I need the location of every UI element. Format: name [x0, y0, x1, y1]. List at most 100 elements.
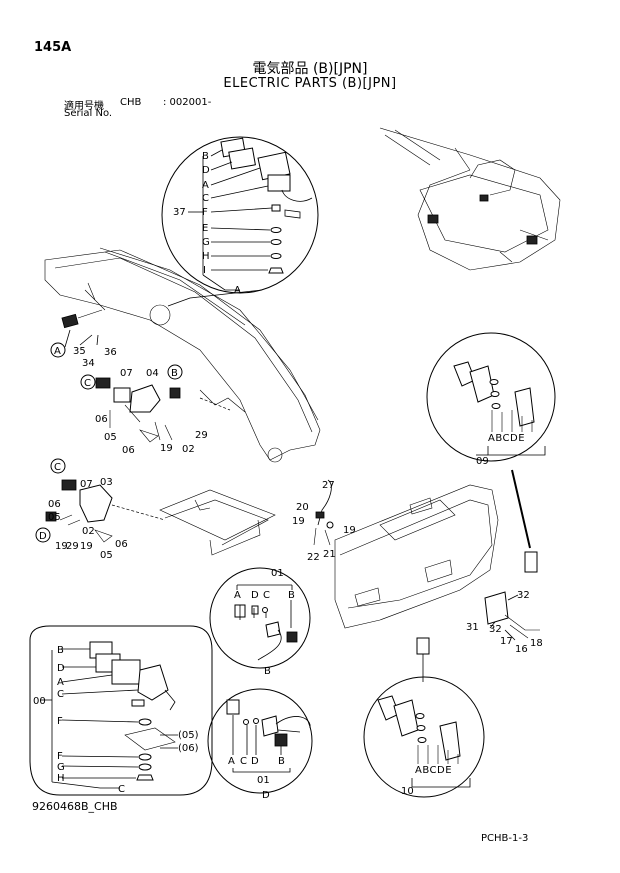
label-B-circle01: B [264, 666, 271, 677]
callout-04: 04 [146, 368, 159, 379]
title-english: ELECTRIC PARTS (B)[JPN] [223, 76, 397, 91]
callout-06-paren: (06) [178, 743, 199, 754]
label-G-00: G [57, 762, 65, 773]
callout-34: 34 [82, 358, 95, 369]
callout-05-paren: (05) [178, 730, 199, 741]
label-A-00: A [57, 677, 64, 688]
callout-01-2: 01 [257, 775, 270, 786]
callout-06-1: 06 [95, 414, 108, 425]
label-D-1: D [202, 165, 210, 176]
label-B-01a: B [288, 590, 295, 601]
label-A-circle1: A [234, 285, 241, 296]
label-B-1: B [202, 151, 209, 162]
side-lamp-icon [416, 637, 430, 655]
serial-label-en: Serial No. [64, 108, 113, 119]
boom-side-light: A 35 36 34 [50, 309, 117, 369]
label-C-01a: C [263, 590, 270, 601]
callout-36: 36 [104, 347, 117, 358]
callout-02-2: 02 [82, 526, 95, 537]
label-H-1: H [202, 251, 210, 262]
label-E-1: E [202, 223, 208, 234]
detail-circle-10: ABCDE 10 [363, 676, 485, 798]
callout-19-4: 19 [292, 516, 305, 527]
letters-ABCDE-1: ABCDE [488, 433, 525, 444]
cab-front-light-group: C B 07 04 06 05 06 19 29 02 [80, 364, 208, 456]
callout-07-1: 07 [120, 368, 133, 379]
circle-C-1: C [84, 378, 91, 389]
excavator-overview [379, 127, 561, 271]
circle-D: D [39, 531, 47, 542]
serial-label-jp: 適用号機 [64, 101, 104, 112]
label-C-00-bottom: C [118, 784, 125, 795]
label-B-01b: B [278, 756, 285, 767]
callout-02-1: 02 [182, 444, 195, 455]
label-C-01b: C [240, 756, 247, 767]
callout-05-3: 05 [100, 550, 113, 561]
callout-06-4: 06 [115, 539, 128, 550]
callout-01-1: 01 [271, 568, 284, 579]
label-C-00: C [57, 689, 64, 700]
label-I-1: I [203, 265, 206, 276]
counterweight [334, 484, 499, 629]
label-H-00: H [57, 773, 65, 784]
drawing-number: 9260468B_CHB [32, 800, 118, 813]
label-F-00b: F [57, 751, 63, 762]
label-F-00: F [57, 716, 63, 727]
callout-19-1: 19 [160, 443, 173, 454]
label-D-01a: D [251, 590, 259, 601]
label-D-circle01b: D [262, 790, 270, 801]
callout-20: 20 [296, 502, 309, 513]
frame-light-group: C D 07 03 06 05 02 19 29 19 06 05 [35, 458, 166, 561]
label-C-1: C [202, 193, 209, 204]
callout-19-2: 19 [55, 541, 68, 552]
title-japanese: 電気部品 (B)[JPN] [252, 61, 368, 77]
rear-lamp-icon [524, 551, 538, 573]
callout-27: 27 [322, 480, 335, 491]
detail-circle-01-upper: 01 A D C B B [209, 567, 311, 677]
callout-37: 37 [173, 207, 186, 218]
callout-07-2: 07 [80, 479, 93, 490]
label-A-01b: A [228, 756, 235, 767]
model-code: CHB [120, 97, 142, 108]
label-A-01a: A [234, 590, 241, 601]
callout-18: 18 [530, 638, 543, 649]
callout-29-1: 29 [195, 430, 208, 441]
label-B-00: B [57, 645, 64, 656]
frame-cross-member [159, 489, 276, 556]
label-D-00: D [57, 663, 65, 674]
letters-ABCDE-2: ABCDE [415, 765, 452, 776]
callout-06-2: 06 [122, 445, 135, 456]
page-number: 145A [34, 40, 72, 55]
callout-06-3: 06 [48, 499, 61, 510]
label-G-1: G [202, 237, 210, 248]
circle-B-1: B [171, 368, 178, 379]
boom-arm [44, 247, 321, 463]
callout-00: 00 [33, 696, 46, 707]
detail-circle-work-light: B D A C F E G H I 37 A [161, 136, 319, 307]
serial-value: : 002001- [163, 97, 212, 108]
detail-circle-01-lower: A C D B 01 D [207, 688, 313, 801]
callout-22: 22 [307, 552, 320, 563]
detail-circle-09: ABCDE 09 [426, 332, 556, 467]
callout-29-2: 29 [66, 541, 79, 552]
callout-05-1: 05 [104, 432, 117, 443]
detail-circle-00: B D A C F F G H 00 (05) (06) C [29, 625, 213, 796]
rear-light-wiring: 27 20 19 19 22 21 [292, 479, 356, 563]
callout-32-1: 32 [517, 590, 530, 601]
circle-A: A [54, 346, 61, 357]
callout-16: 16 [515, 644, 528, 655]
lamp-bracket: 32 31 32 17 16 18 [466, 590, 543, 655]
callout-31: 31 [466, 622, 479, 633]
page-code: PCHB-1-3 [481, 833, 529, 844]
label-D-01b: D [251, 756, 259, 767]
callout-09: 09 [476, 456, 489, 467]
callout-05-2: 05 [48, 512, 61, 523]
callout-19-3: 19 [80, 541, 93, 552]
label-F-1: F [202, 207, 208, 218]
callout-10: 10 [401, 786, 414, 797]
callout-32-2: 32 [489, 624, 502, 635]
circle-C-2: C [54, 462, 61, 473]
callout-21: 21 [323, 549, 336, 560]
callout-17: 17 [500, 636, 513, 647]
